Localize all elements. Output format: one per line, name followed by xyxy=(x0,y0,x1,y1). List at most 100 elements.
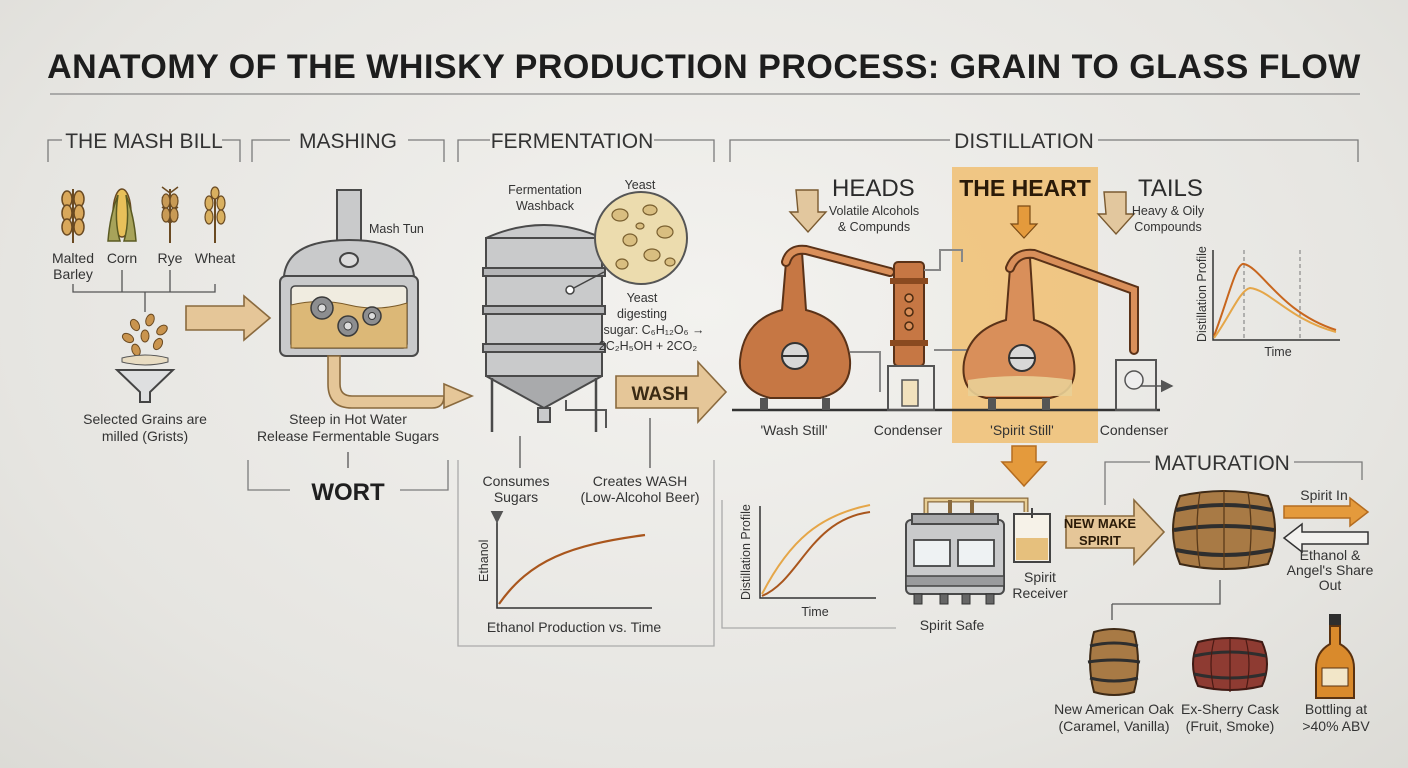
bottle-text-line2: >40% ABV xyxy=(1302,718,1370,734)
creates-text-line2: (Low-Alcohol Beer) xyxy=(580,489,699,505)
wheat-icon xyxy=(204,186,226,243)
ethanol-axis-label: Ethanol xyxy=(477,540,491,582)
milled-text-line1: Selected Grains are xyxy=(83,411,207,427)
yeast-label: Yeast xyxy=(625,178,656,192)
wash-still-label: 'Wash Still' xyxy=(760,422,827,438)
arrow-heart-down xyxy=(1000,445,1048,488)
sherry-cask-icon xyxy=(1192,637,1268,692)
receiver-text-line1: Spirit xyxy=(1024,569,1056,585)
tails-text-line1: Heavy & Oily xyxy=(1132,204,1205,218)
tails-arrow-icon xyxy=(1096,191,1136,236)
grain-label-malted-line2: Barley xyxy=(53,266,93,282)
bottle-text-line1: Bottling at xyxy=(1305,701,1367,717)
new-make-text-line2: SPIRIT xyxy=(1079,533,1121,548)
condenser-2-label: Condenser xyxy=(1100,422,1169,438)
profile-top-axes xyxy=(1212,250,1340,341)
barley-icon xyxy=(61,189,85,243)
sherry-text-line1: Ex-Sherry Cask xyxy=(1181,701,1280,717)
digest-text-line1: Yeast xyxy=(627,291,658,305)
grain-label-wheat: Wheat xyxy=(195,250,236,266)
mash-bill-heading: THE MASH BILL xyxy=(65,130,223,153)
heart-arrow-icon xyxy=(1009,205,1039,239)
profile-top-curve-2 xyxy=(1213,286,1337,339)
condenser-1-label: Condenser xyxy=(874,422,943,438)
section-brackets xyxy=(47,139,1363,505)
arrow-new-make xyxy=(1065,497,1166,567)
washback-icon xyxy=(482,224,607,432)
mashing-heading: MASHING xyxy=(299,130,397,153)
fermentation-heading: FERMENTATION xyxy=(491,130,654,153)
spirit-still-label: 'Spirit Still' xyxy=(990,422,1054,438)
washback-label-line2: Washback xyxy=(516,199,575,213)
spirit-still-icon xyxy=(962,248,1139,410)
digest-text-line4: 2C₂H₅OH + 2CO₂ xyxy=(599,339,698,353)
distillation-profile-chart-bottom: Distillation Profile Time xyxy=(721,500,896,629)
maturation-barrel-icon xyxy=(1172,490,1276,570)
tails-label: TAILS xyxy=(1138,175,1203,202)
arrow-out xyxy=(1282,522,1369,554)
spirit-receiver-icon xyxy=(1013,508,1051,563)
oak-text-line2: (Caramel, Vanilla) xyxy=(1059,718,1170,734)
mash-tun-label: Mash Tun xyxy=(369,222,424,236)
ethanol-chart-caption: Ethanol Production vs. Time xyxy=(487,619,662,635)
condenser-2-icon xyxy=(1115,359,1174,411)
arrow-wash xyxy=(615,359,728,425)
page-title: ANATOMY OF THE WHISKY PRODUCTION PROCESS… xyxy=(47,48,1361,86)
consumes-text-line2: Sugars xyxy=(494,489,538,505)
wort-label: WORT xyxy=(311,479,385,506)
whisky-bottle-icon xyxy=(1315,614,1355,699)
creates-text-line1: Creates WASH xyxy=(593,473,687,489)
arrow-wort-to-fermentation xyxy=(327,355,475,410)
arrow-spirit-in xyxy=(1283,496,1370,528)
ethanol-chart-axes xyxy=(490,510,652,609)
heads-text-line1: Volatile Alcohols xyxy=(829,204,919,218)
profile-bottom-curve-2 xyxy=(761,511,871,597)
steep-text-line2: Release Fermentable Sugars xyxy=(257,428,439,444)
distillation-profile-chart-top: Distillation Profile Time xyxy=(1195,246,1340,359)
heads-label: HEADS xyxy=(832,175,915,202)
heads-text-line2: & Compunds xyxy=(838,220,910,234)
sherry-text-line2: (Fruit, Smoke) xyxy=(1186,718,1275,734)
american-oak-cask-icon xyxy=(1087,628,1141,696)
profile-bottom-axes xyxy=(759,506,876,599)
consumes-text-line1: Consumes xyxy=(483,473,550,489)
wash-arrow-label: WASH xyxy=(632,384,689,405)
digest-text-line3: sugar: C₆H₁₂O₆ → xyxy=(603,323,704,337)
wash-still-icon xyxy=(738,244,895,410)
profile-bottom-xlabel: Time xyxy=(801,605,828,619)
grain-tree-lines xyxy=(72,270,216,312)
cask-tree-line xyxy=(1111,580,1221,620)
fermentation-lower-bracket xyxy=(457,460,715,647)
out-text-line1: Ethanol & xyxy=(1300,547,1361,563)
new-make-text-line1: NEW MAKE xyxy=(1064,516,1137,531)
tails-text-line2: Compounds xyxy=(1134,220,1201,234)
oak-text-line1: New American Oak xyxy=(1054,701,1175,717)
maturation-heading: MATURATION xyxy=(1154,452,1290,475)
arrow-to-mashing xyxy=(185,294,272,342)
grain-label-rye: Rye xyxy=(158,250,183,266)
distillation-heading: DISTILLATION xyxy=(954,130,1094,153)
receiver-text-line2: Receiver xyxy=(1012,585,1068,601)
digest-text-line2: digesting xyxy=(617,307,667,321)
profile-top-xlabel: Time xyxy=(1264,345,1291,359)
ethanol-chart: Ethanol Ethanol Production vs. Time xyxy=(477,510,662,635)
condenser-1-icon xyxy=(850,249,980,411)
corn-icon xyxy=(107,188,137,242)
grain-icons xyxy=(61,186,226,243)
profile-top-curve-1 xyxy=(1213,263,1337,337)
profile-top-ylabel: Distillation Profile xyxy=(1195,246,1209,342)
mash-tun-icon xyxy=(279,189,419,357)
funnel-icon xyxy=(114,313,176,403)
grain-label-corn: Corn xyxy=(107,250,137,266)
grain-label-malted-line1: Malted xyxy=(52,250,94,266)
spirit-safe-icon xyxy=(905,497,1029,605)
steep-text-line1: Steep in Hot Water xyxy=(289,411,407,427)
out-text-line2: Angel's Share xyxy=(1287,562,1374,578)
heads-arrow-icon xyxy=(788,189,828,234)
rye-icon xyxy=(161,186,179,243)
yeast-magnifier-icon xyxy=(565,191,688,295)
milled-text-line2: milled (Grists) xyxy=(102,428,188,444)
heart-label: THE HEART xyxy=(959,175,1091,201)
profile-bottom-curve-1 xyxy=(761,504,871,595)
